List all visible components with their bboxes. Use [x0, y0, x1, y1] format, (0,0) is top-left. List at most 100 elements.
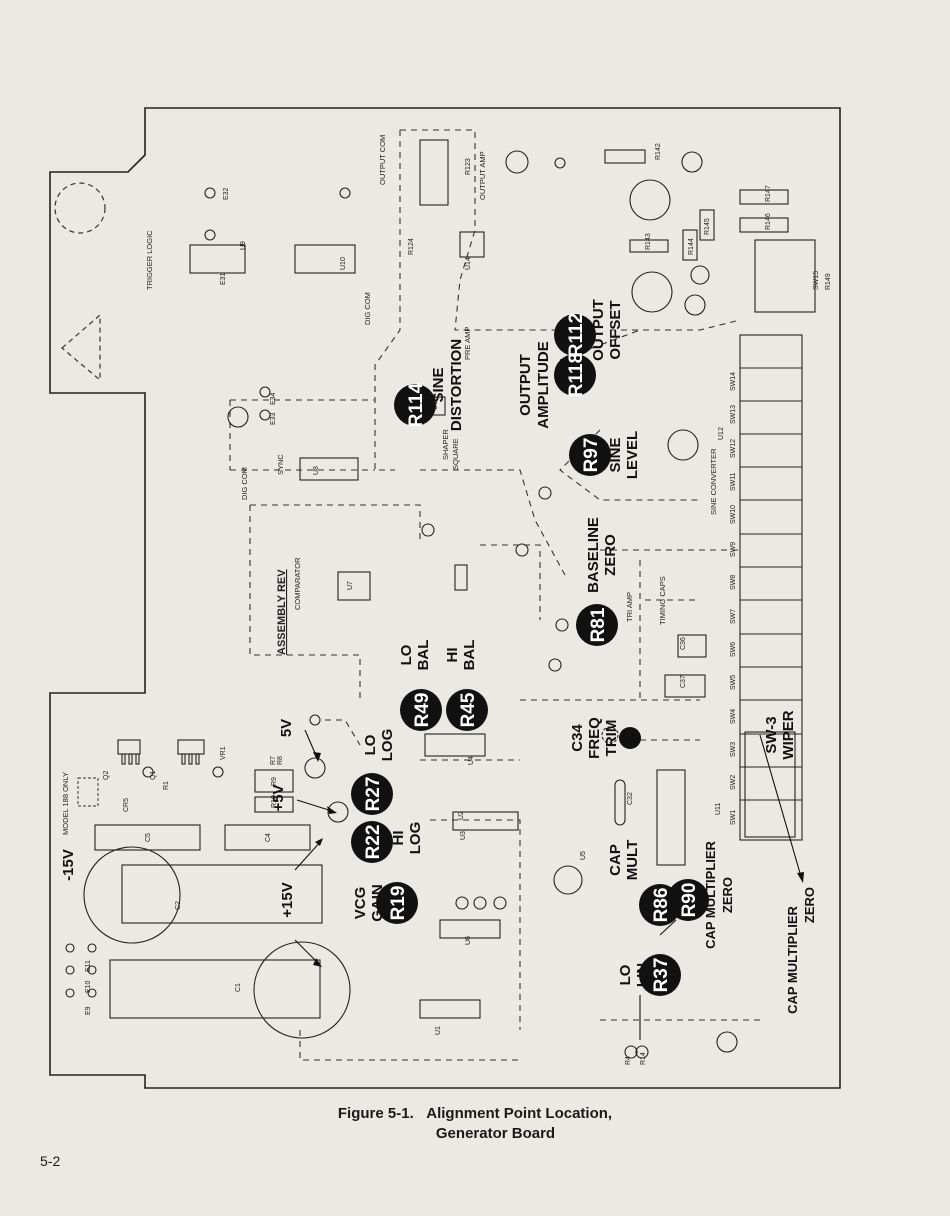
adj-label: LO	[617, 964, 634, 985]
mounting-hole	[54, 182, 106, 234]
svg-text:R112: R112	[566, 313, 587, 357]
components	[65, 139, 816, 1059]
switch-label: SW7	[730, 609, 737, 624]
sw3-label: WIPER	[780, 710, 797, 759]
svg-text:R81: R81	[588, 607, 609, 642]
switch-label: SW12	[730, 439, 737, 458]
adj-label: LOG	[407, 822, 424, 855]
c34-label: FREQ	[586, 717, 603, 759]
cap-mult-zero-label: CAP MULTIPLIER	[785, 905, 800, 1013]
switch-label: SW1	[730, 810, 737, 825]
adj-label: BAL	[461, 640, 478, 671]
adj-label: SINE	[607, 437, 624, 472]
figure-title-line2: Generator Board	[435, 1125, 556, 1142]
adj-label: LOG	[379, 729, 396, 762]
triangle-marker	[61, 313, 101, 382]
part-label: E9	[85, 1006, 92, 1015]
switch-label: SW8	[730, 575, 737, 590]
test-point-label: 5V	[278, 719, 295, 737]
svg-text:R22: R22	[363, 825, 384, 860]
adj-label: BASELINE	[585, 517, 602, 593]
svg-text:R49: R49	[412, 693, 433, 728]
part-label: R7	[270, 756, 277, 765]
c34-trim-point	[619, 727, 641, 749]
switch-label: SW15	[813, 271, 820, 290]
c34-label: TRIM	[603, 720, 620, 757]
part-label: R146	[765, 213, 772, 230]
part-label: R149	[825, 273, 832, 290]
part-label: Q2	[103, 771, 110, 780]
part-label: R9	[271, 777, 278, 786]
board-outline	[49, 107, 841, 1089]
other-callouts: C34 FREQ TRIM SW-3 WIPER CAP MULTIPLIER …	[60, 710, 817, 1014]
part-label: R142	[655, 143, 662, 160]
switch-label: SW14	[730, 372, 737, 391]
assembly-rev-label: ASSEMBLY REV	[276, 569, 288, 655]
figure-number: Figure 5-1.	[337, 1105, 414, 1122]
adj-label: SINE	[430, 367, 447, 402]
adjustment-labels: SINE DISTORTION OUTPUT AMPLITUDE OUTPUT …	[352, 299, 735, 987]
badge-r49: R49	[400, 689, 442, 731]
switch-bank	[739, 334, 803, 841]
part-label: R124	[408, 238, 415, 255]
switch-label: SW4	[730, 709, 737, 724]
section-label: OUTPUT AMP	[478, 151, 487, 200]
switch-labels: SW1 SW2 SW3 SW4 SW5 SW6 SW7 SW8 SW9 SW10…	[730, 271, 820, 825]
part-label: Q1	[150, 771, 157, 780]
adj-label: DISTORTION	[448, 339, 465, 431]
badge-r22: R22	[351, 821, 393, 863]
svg-text:R97: R97	[581, 438, 602, 473]
part-label: C2	[175, 901, 182, 910]
part-label: U9	[240, 241, 247, 250]
adj-label: GAIN	[369, 884, 386, 922]
switch-label: SW9	[730, 542, 737, 557]
part-label: R10	[271, 795, 278, 808]
switch-label: SW10	[730, 505, 737, 524]
switch-label: SW13	[730, 405, 737, 424]
part-label: C32	[627, 792, 634, 805]
adj-label: HI	[390, 831, 407, 846]
arrowheads	[313, 752, 804, 967]
svg-text:R27: R27	[363, 777, 384, 812]
part-label: E32	[223, 187, 230, 200]
part-label: U10	[340, 257, 347, 270]
part-label: U12	[718, 427, 725, 440]
part-label: U7	[347, 581, 354, 590]
adj-label: LO	[398, 644, 415, 665]
section-label: MODEL 188 ONLY	[61, 772, 70, 835]
cap-mult-zero-label: ZERO	[802, 887, 817, 923]
part-label: R145	[704, 218, 711, 235]
badge-r97: R97	[569, 434, 611, 476]
adj-label: ZERO	[720, 877, 735, 913]
part-label: U2	[458, 811, 465, 820]
section-label: DIG COM	[240, 467, 249, 500]
part-label: CR5	[123, 798, 130, 812]
c34-label: C34	[569, 724, 586, 752]
figure-caption: Figure 5-1. Alignment Point Location, Ge…	[0, 1104, 950, 1144]
leader-lines	[294, 729, 803, 1040]
figure-title-line1: Alignment Point Location,	[426, 1105, 613, 1122]
model-188-box	[77, 777, 99, 807]
part-label: U4	[468, 756, 475, 765]
badge-r112: R112	[554, 313, 596, 357]
switch-label: SW3	[730, 742, 737, 757]
svg-text:R86: R86	[651, 888, 672, 923]
page-number: 5-2	[40, 1153, 61, 1169]
section-label: TRI AMP	[625, 592, 634, 622]
badge-r27: R27	[351, 773, 393, 815]
part-label: U6	[465, 936, 472, 945]
section-boundaries	[229, 129, 760, 1061]
switch-label: SW11	[730, 472, 737, 491]
part-label: U11	[715, 803, 722, 815]
part-label: E10	[85, 980, 92, 993]
adj-label: MULT	[624, 840, 641, 881]
part-label: U14	[465, 257, 472, 270]
sw3-label: SW-3	[763, 716, 780, 753]
part-label: R1	[163, 781, 170, 790]
part-label: U5	[580, 851, 587, 860]
part-label: R143	[645, 233, 652, 250]
section-label: PRE AMP	[463, 327, 472, 360]
section-label: ASSEMBLY REV	[276, 569, 288, 655]
svg-text:R37: R37	[651, 958, 672, 993]
test-point-label: +15V	[279, 882, 296, 917]
